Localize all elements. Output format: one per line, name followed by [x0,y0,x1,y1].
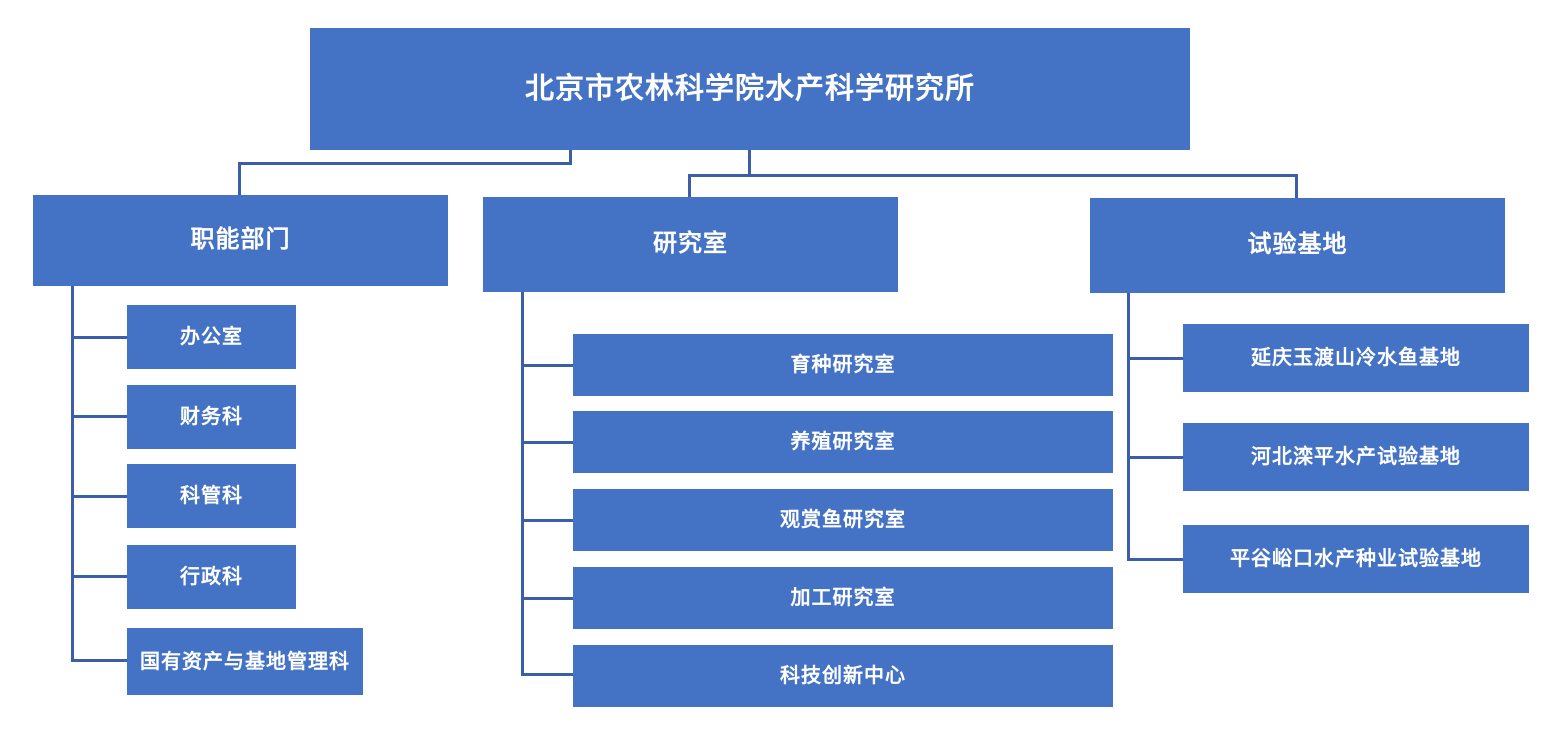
connector-left-trunk [71,286,74,662]
connector-root-left-stub [569,150,572,165]
connector-right-twig-3 [1127,558,1183,561]
branch-node-experimental-bases: 试验基地 [1090,198,1505,293]
child-node-finance: 财务科 [127,385,296,449]
connector-middle-twig-5 [521,673,573,676]
child-node-yanqing-yudushan-base: 延庆玉渡山冷水鱼基地 [1183,324,1529,392]
child-node-science-management: 科管科 [127,464,296,528]
connector-middle-twig-3 [521,519,573,522]
child-node-processing-lab: 加工研究室 [573,567,1113,629]
connector-middle-trunk [521,292,524,676]
child-node-breeding-lab: 育种研究室 [573,334,1113,396]
connector-right-twig-2 [1127,456,1183,459]
branch-node-functional-departments: 职能部门 [33,195,448,286]
connector-middle-twig-4 [521,597,573,600]
connector-root-left-drop [238,162,241,195]
child-node-pinggu-yukou-base: 平谷峪口水产种业试验基地 [1183,525,1529,593]
child-node-aquaculture-lab: 养殖研究室 [573,411,1113,473]
connector-root-right-horizontal [688,174,1298,177]
branch-node-research-labs: 研究室 [483,197,898,292]
connector-right-trunk [1127,293,1130,560]
child-node-administration: 行政科 [127,545,296,609]
connector-middle-twig-1 [521,364,573,367]
connector-root-right-stub [748,150,751,177]
connector-left-twig-3 [71,495,127,498]
child-node-ornamental-fish-lab: 观赏鱼研究室 [573,489,1113,551]
connector-right-twig-1 [1127,357,1183,360]
connector-drop-research-labs [688,174,691,197]
connector-left-twig-4 [71,575,127,578]
connector-left-twig-5 [71,659,127,662]
connector-root-left-horizontal [238,162,572,165]
child-node-hebei-luanping-base: 河北滦平水产试验基地 [1183,423,1529,491]
connector-middle-twig-2 [521,441,573,444]
org-root-node: 北京市农林科学院水产科学研究所 [310,28,1190,150]
child-node-state-assets-base-management: 国有资产与基地管理科 [127,628,363,695]
child-node-office: 办公室 [127,305,296,369]
connector-drop-experimental-bases [1295,174,1298,198]
child-node-tech-innovation-center: 科技创新中心 [573,645,1113,707]
connector-left-twig-1 [71,336,127,339]
connector-left-twig-2 [71,415,127,418]
